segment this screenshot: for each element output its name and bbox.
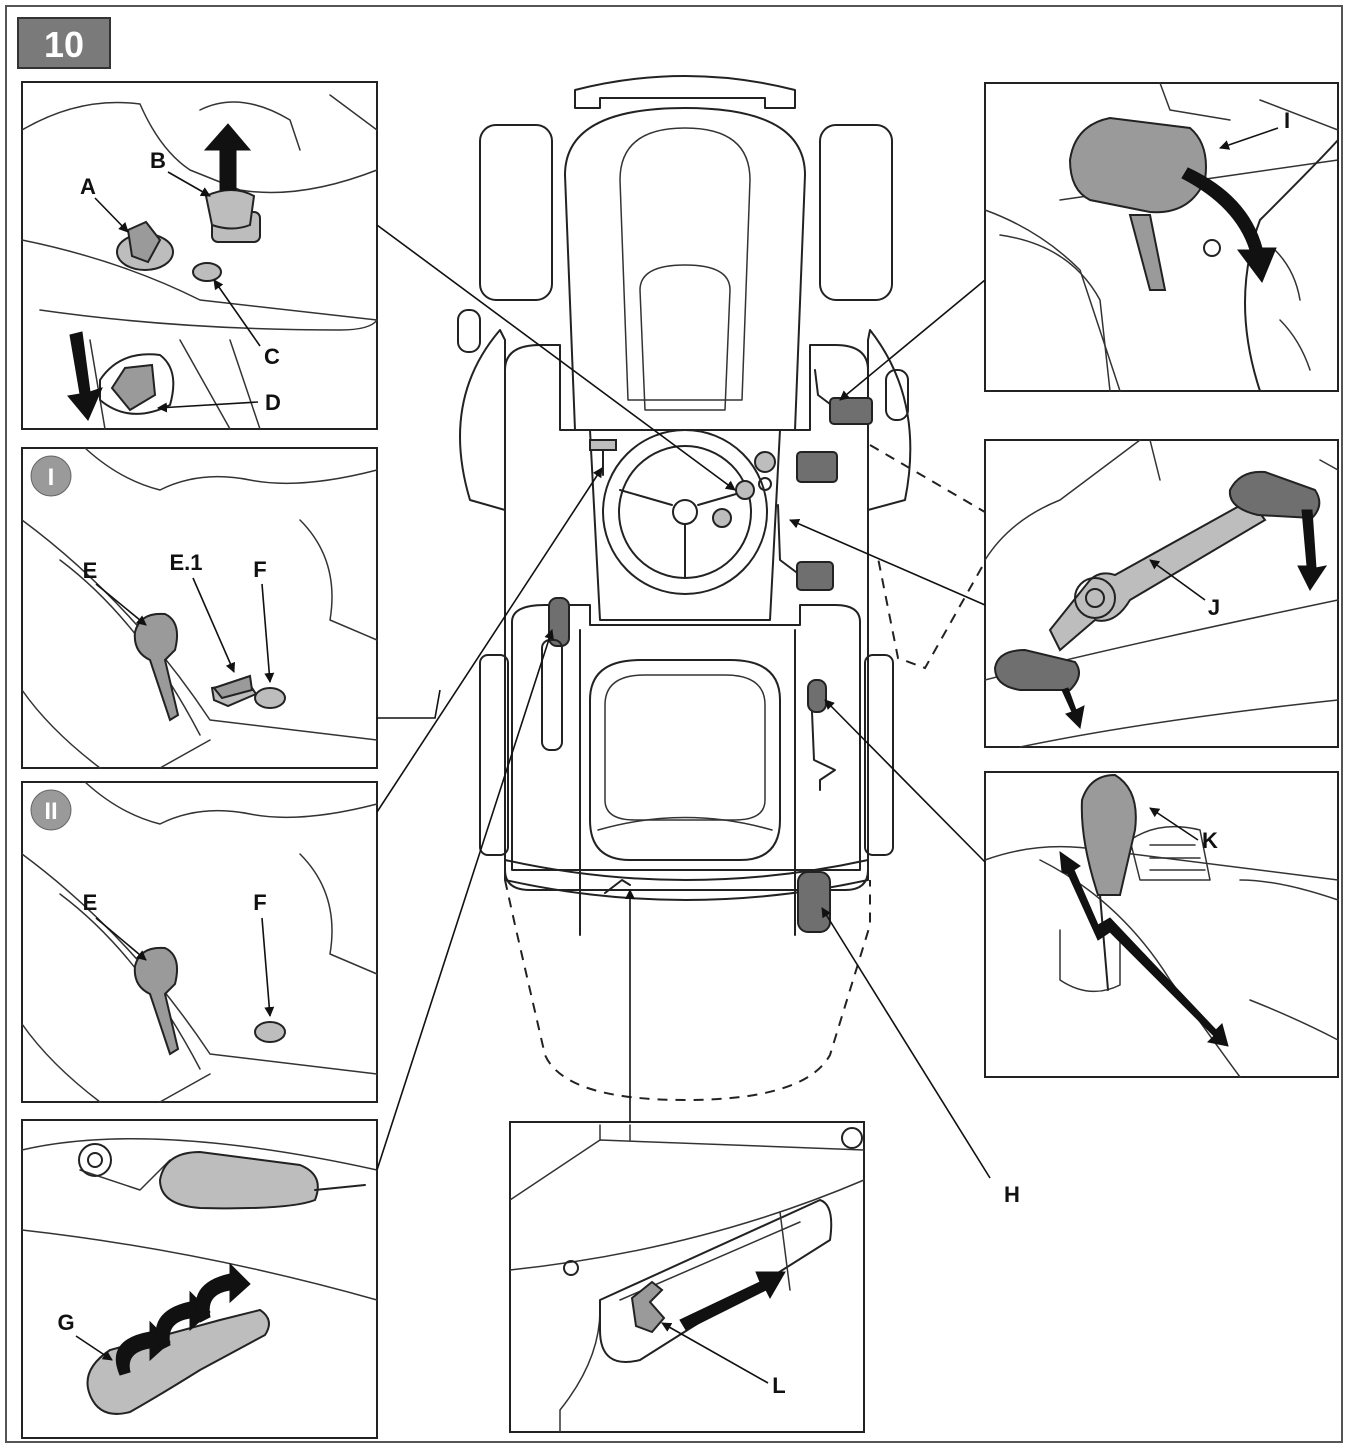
steering-wheel — [602, 429, 768, 595]
rear-left-wheel — [459, 329, 506, 511]
label-A: A — [80, 174, 96, 199]
outer-frame — [5, 5, 1343, 1443]
label-C: C — [264, 344, 280, 369]
front-left-wheel — [479, 124, 553, 301]
front-right-wheel — [819, 124, 893, 301]
figure-number: 10 — [44, 24, 84, 65]
seat — [589, 659, 781, 861]
label-B: B — [150, 148, 166, 173]
panel-brake-pedal: I — [984, 82, 1339, 392]
tractor-top-view — [457, 75, 1002, 1102]
tractor-body — [504, 344, 869, 891]
panel-drive-pedals: J — [984, 439, 1339, 748]
label-I: I — [1284, 108, 1290, 133]
figure-number-badge: 10 — [17, 17, 111, 69]
variant-1-badge-text: I — [48, 464, 55, 491]
label-D: D — [265, 390, 281, 415]
label-G: G — [57, 1310, 74, 1335]
rear-lever-h — [797, 871, 831, 933]
side-chute-outline — [869, 444, 1002, 670]
brake-pedal — [829, 397, 873, 425]
variant-1-badge — [30, 455, 72, 497]
connector-lines — [376, 224, 991, 1179]
panel-variant-2: II E F — [21, 781, 378, 1103]
label-J: J — [1208, 595, 1220, 620]
label-F-variant-1: F — [253, 557, 266, 582]
panel-cutting-height: G — [21, 1119, 378, 1439]
label-E-variant-2: E — [83, 890, 98, 915]
label-F-variant-2: F — [253, 890, 266, 915]
label-H: H — [1004, 1182, 1020, 1207]
grass-catcher-outline — [504, 879, 871, 1102]
label-E1: E.1 — [169, 550, 202, 575]
hood — [564, 107, 806, 431]
panel-variant-1: I E E.1 F — [21, 447, 378, 769]
label-E-variant-1: E — [83, 558, 98, 583]
label-L: L — [772, 1373, 785, 1398]
rear-right-wheel — [867, 329, 912, 511]
panel-ignition: A B C D — [21, 81, 378, 430]
variant-2-badge-text: II — [44, 798, 57, 825]
left-lever — [548, 597, 570, 647]
panel-gear-lever: K — [984, 771, 1339, 1078]
variant-2-badge — [30, 789, 72, 831]
label-K: K — [1202, 828, 1218, 853]
panel-catcher-lever: L — [509, 1121, 865, 1433]
